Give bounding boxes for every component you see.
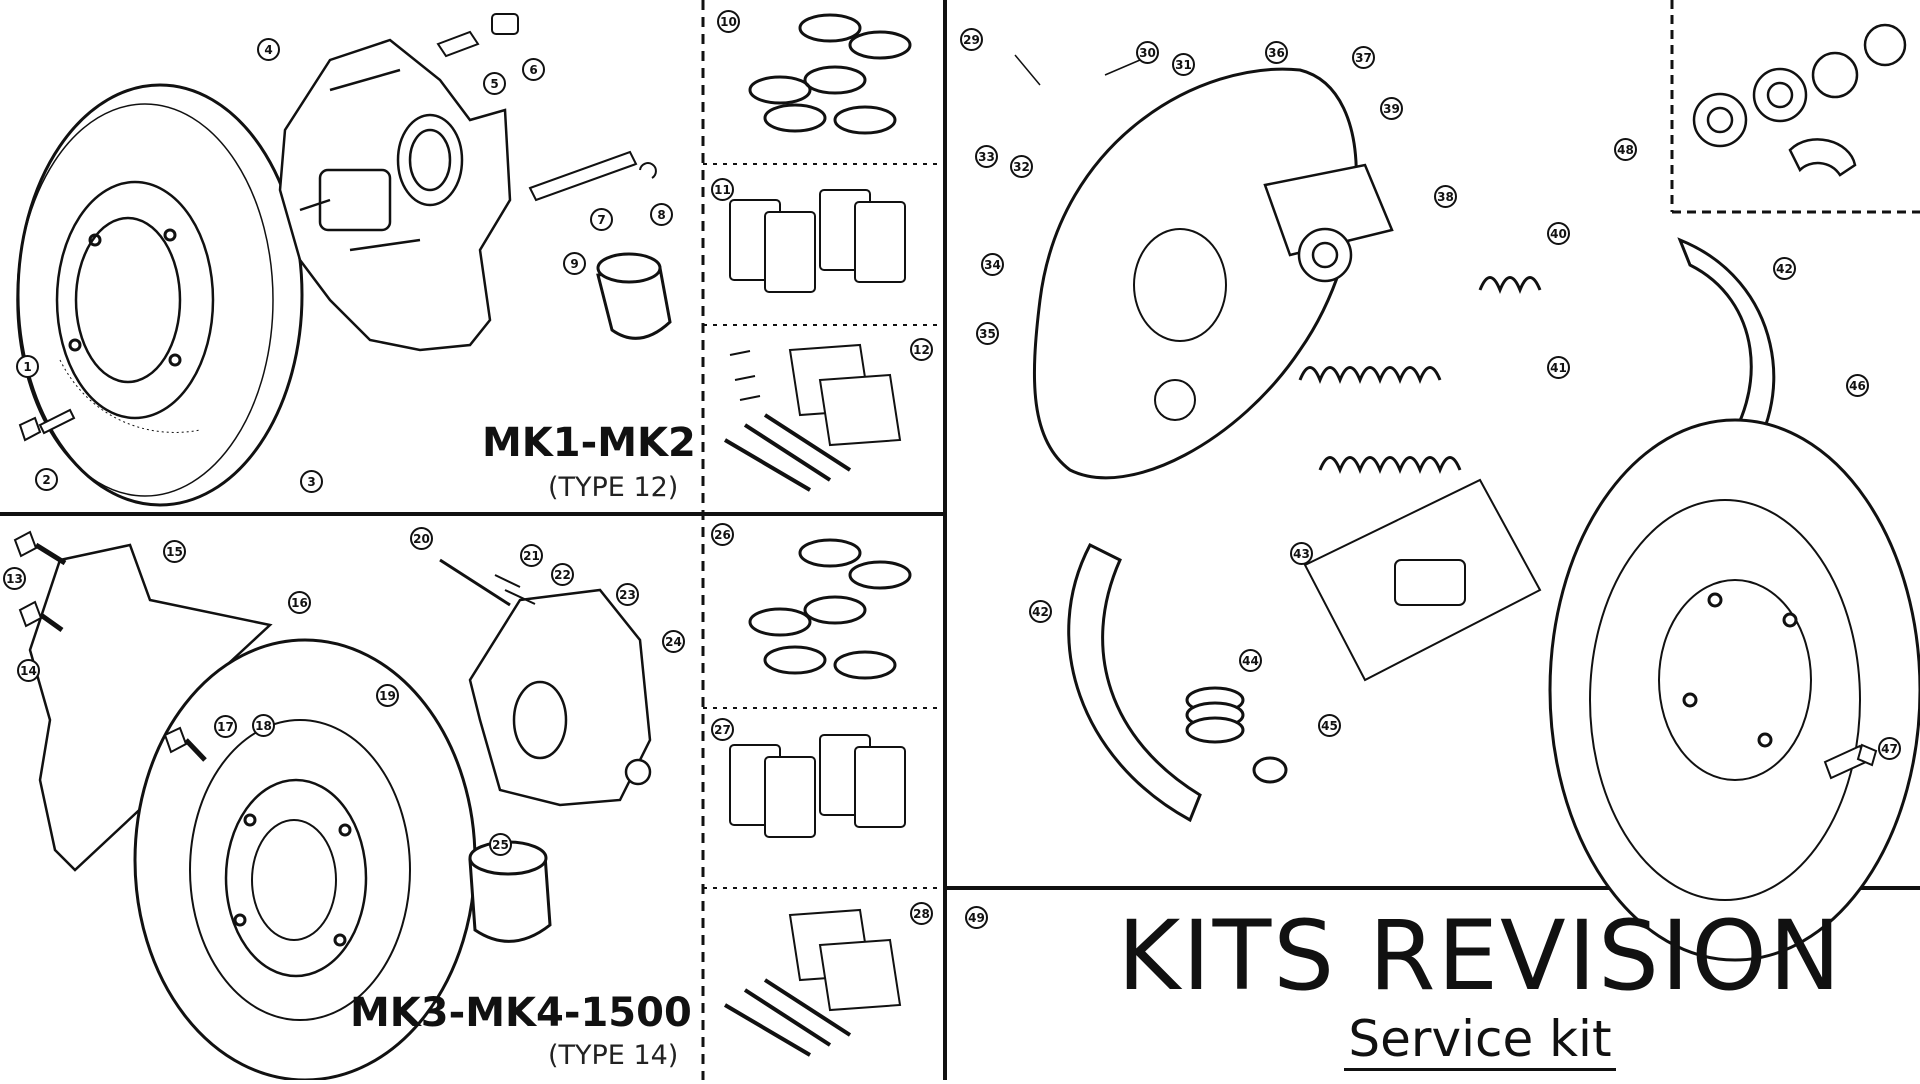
callout-17: 17 [214, 715, 237, 738]
hardware-kit [723, 343, 902, 492]
section-subtitle-mk1: (TYPE 12) [548, 472, 679, 503]
callout-18: 18 [252, 714, 275, 737]
callout-13: 13 [3, 567, 26, 590]
callout-1: 1 [16, 355, 39, 378]
springs [1298, 276, 1542, 475]
adjuster [1303, 478, 1542, 682]
section-subtitle-mk3: (TYPE 14) [548, 1040, 679, 1071]
callout-4: 4 [257, 38, 280, 61]
wheel-cylinder [1263, 163, 1394, 283]
callout-43: 43 [1290, 542, 1313, 565]
callout-23: 23 [616, 583, 639, 606]
brake-drum [1548, 418, 1920, 962]
section-title-mk1: MK1-MK2 [482, 420, 696, 466]
pads-kit [729, 189, 906, 293]
callout-38: 38 [1434, 185, 1457, 208]
callout-34: 34 [981, 253, 1004, 276]
callout-15: 15 [163, 540, 186, 563]
seal-kit [748, 13, 912, 135]
callout-46: 46 [1846, 374, 1869, 397]
seal-kit-2 [748, 538, 912, 680]
callout-14: 14 [17, 659, 40, 682]
callout-5: 5 [483, 72, 506, 95]
rear-backplate [1032, 67, 1358, 480]
callout-49: 49 [965, 906, 988, 929]
rear-kit-48 [1692, 23, 1907, 177]
pin-and-clip [528, 150, 657, 202]
callout-44: 44 [1239, 649, 1262, 672]
callout-25: 25 [489, 833, 512, 856]
bolt-mk1 [18, 408, 76, 442]
callout-40: 40 [1547, 222, 1570, 245]
pads-kit-2 [729, 734, 906, 838]
callout-2: 2 [35, 468, 58, 491]
callout-30: 30 [1136, 41, 1159, 64]
callout-26: 26 [711, 523, 734, 546]
caliper-mk3 [468, 588, 652, 807]
callout-45: 45 [1318, 714, 1341, 737]
caliper-mk1 [278, 38, 512, 352]
callout-7: 7 [590, 208, 613, 231]
callout-48: 48 [1614, 138, 1637, 161]
rear-leaders [1014, 54, 1141, 86]
callout-27: 27 [711, 718, 734, 741]
callout-10: 10 [717, 10, 740, 33]
callout-28: 28 [910, 902, 933, 925]
section-title-mk3: MK3-MK4-1500 [350, 990, 692, 1036]
kit-subtitle: Service kit [1040, 1010, 1920, 1071]
callout-47: 47 [1878, 737, 1901, 760]
callout-32: 32 [1010, 155, 1033, 178]
callout-42-upper: 42 [1773, 257, 1796, 280]
piston-mk3 [468, 840, 552, 943]
retainer-spring [1185, 686, 1288, 784]
callout-37: 37 [1352, 46, 1375, 69]
disc-mk3 [133, 638, 477, 1082]
callout-20: 20 [410, 527, 433, 550]
callout-42-lower: 42 [1029, 600, 1052, 623]
piston-mk1 [596, 252, 672, 340]
callout-3: 3 [300, 470, 323, 493]
callout-24: 24 [662, 630, 685, 653]
callout-39: 39 [1380, 97, 1403, 120]
callout-21: 21 [520, 544, 543, 567]
callout-29: 29 [960, 28, 983, 51]
callout-12: 12 [910, 338, 933, 361]
callout-6: 6 [522, 58, 545, 81]
hardware-kit-2 [723, 908, 902, 1057]
callout-35: 35 [976, 322, 999, 345]
callout-36: 36 [1265, 41, 1288, 64]
callout-33: 33 [975, 145, 998, 168]
bolts-mk3 [13, 530, 536, 762]
callout-22: 22 [551, 563, 574, 586]
kit-subtitle-text: Service kit [1344, 1010, 1616, 1071]
callout-19: 19 [376, 684, 399, 707]
disc-mk1 [16, 83, 304, 507]
callout-11: 11 [711, 178, 734, 201]
callout-31: 31 [1172, 53, 1195, 76]
bleed-screw [436, 13, 519, 58]
callout-9: 9 [563, 252, 586, 275]
drum-screw [1823, 743, 1878, 780]
callout-41: 41 [1547, 356, 1570, 379]
kit-title: KITS REVISION [1117, 900, 1843, 1012]
callout-16: 16 [288, 591, 311, 614]
backing-plate [28, 543, 273, 872]
callout-8: 8 [650, 203, 673, 226]
